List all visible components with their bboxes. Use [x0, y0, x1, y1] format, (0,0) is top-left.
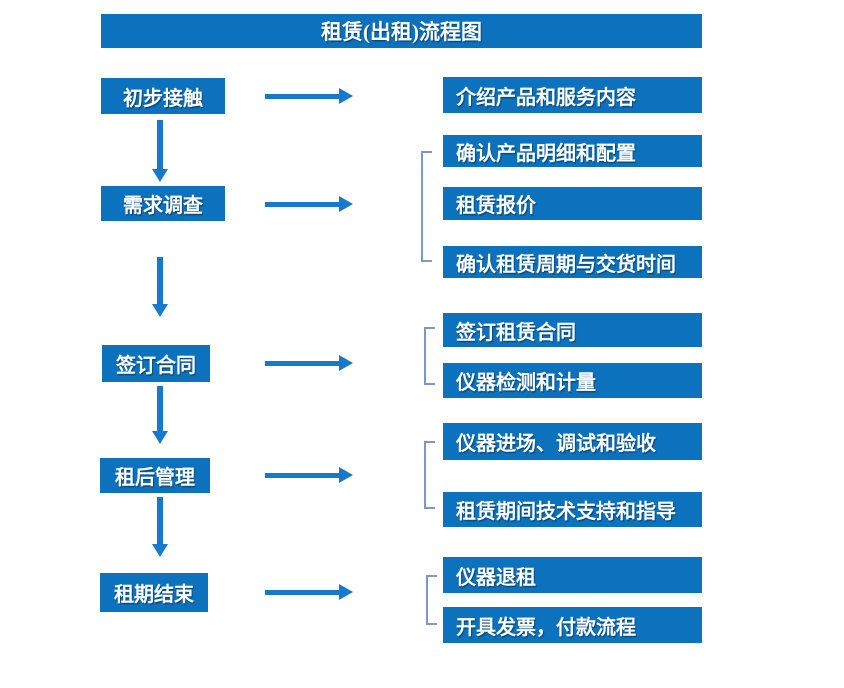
stage-sign-contract: 签订合同 [102, 345, 210, 382]
group-bracket [424, 441, 435, 509]
flowchart-title: 租赁(出租)流程图 [101, 14, 702, 48]
arrow-head [339, 88, 353, 104]
group-bracket [426, 575, 437, 625]
arrow-shaft [157, 257, 163, 305]
output-sign-rental-contract: 签订租赁合同 [443, 313, 702, 347]
arrow-head [339, 196, 353, 212]
down-arrow [152, 386, 168, 444]
stage-lease-end: 租期结束 [100, 573, 208, 612]
arrow-shaft [265, 94, 340, 99]
right-arrow [265, 196, 353, 212]
arrow-head [152, 544, 168, 557]
arrow-shaft [265, 473, 340, 478]
output-instrument-return: 仪器退租 [443, 557, 702, 593]
output-introduce-products-services: 介绍产品和服务内容 [443, 77, 702, 113]
arrow-shaft [265, 590, 340, 595]
arrow-shaft [157, 120, 163, 170]
arrow-head [152, 431, 168, 444]
output-instrument-testing-metering: 仪器检测和计量 [443, 363, 702, 398]
arrow-shaft [157, 497, 163, 545]
output-instrument-arrival-debug-acceptance: 仪器进场、调试和验收 [443, 423, 702, 460]
down-arrow [152, 497, 168, 557]
arrow-head [152, 169, 168, 182]
output-technical-support-during-rental: 租赁期间技术支持和指导 [443, 492, 702, 527]
stage-demand-survey: 需求调查 [101, 186, 225, 221]
arrow-shaft [265, 202, 340, 207]
right-arrow [265, 88, 353, 104]
right-arrow [265, 584, 353, 600]
group-bracket [421, 151, 432, 262]
right-arrow [265, 355, 353, 371]
stage-post-rental-management: 租后管理 [100, 458, 210, 493]
arrow-shaft [157, 386, 163, 432]
stage-initial-contact: 初步接触 [101, 78, 225, 114]
output-confirm-product-details: 确认产品明细和配置 [443, 135, 702, 167]
output-confirm-rental-period-delivery: 确认租赁周期与交货时间 [443, 246, 702, 278]
arrow-head [339, 467, 353, 483]
arrow-shaft [265, 361, 340, 366]
output-invoice-payment-process: 开具发票，付款流程 [443, 607, 702, 643]
down-arrow [152, 120, 168, 182]
group-bracket [424, 327, 435, 385]
output-rental-quotation: 租赁报价 [443, 187, 702, 220]
arrow-head [152, 304, 168, 317]
arrow-head [339, 355, 353, 371]
right-arrow [265, 467, 353, 483]
down-arrow [152, 257, 168, 317]
arrow-head [339, 584, 353, 600]
